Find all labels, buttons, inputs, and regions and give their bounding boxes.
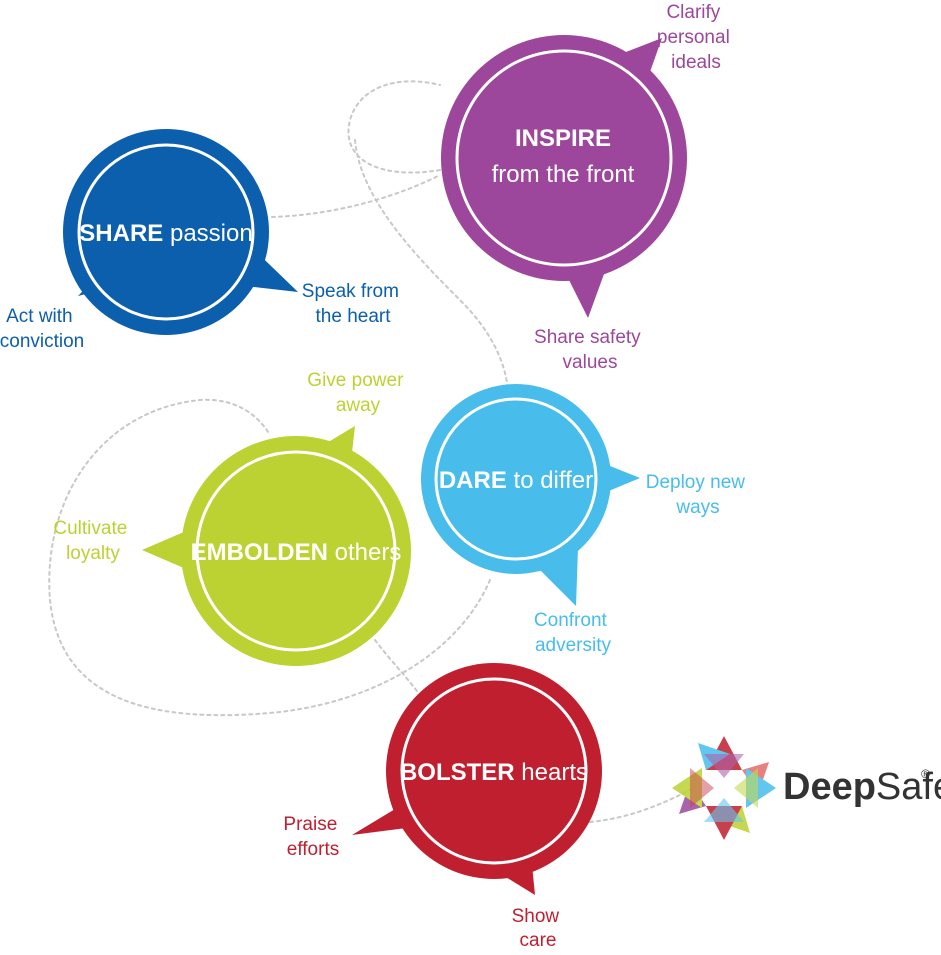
inspire-circle	[441, 35, 687, 281]
label-speak-from-the-heart: Speak from the heart	[302, 281, 404, 327]
node-dare: DARE to differ	[421, 384, 640, 606]
bolster-ring	[400, 677, 588, 865]
dare-title: DARE to differ	[439, 467, 593, 494]
embolden-ring	[195, 450, 397, 652]
connectors	[48, 80, 691, 823]
connector-embolden-bolster	[374, 639, 421, 696]
dare-ring	[434, 397, 598, 561]
connector-share-inspire	[271, 174, 441, 218]
connector-inspire-dare	[347, 80, 509, 391]
label-share-safety-values: Share safety values	[534, 327, 646, 373]
label-act-with-conviction: Act with conviction	[0, 306, 84, 352]
inspire-title-line2: from the front	[492, 161, 635, 188]
embolden-circle	[181, 436, 411, 666]
share-circle	[63, 129, 269, 335]
deepsafe-wordmark: DeepSafe	[783, 766, 941, 808]
node-share-passion: SHARE passion	[63, 129, 298, 335]
dare-circle	[421, 384, 611, 574]
label-deploy-new-ways: Deploy new ways	[646, 472, 751, 518]
inspire-title-bold: INSPIRE	[515, 125, 611, 152]
outer-labels: Act with conviction Speak from the heart…	[0, 2, 751, 951]
label-confront-adversity: Confront adversity	[534, 610, 612, 656]
label-praise-efforts: Praise efforts	[283, 814, 342, 860]
label-give-power-away: Give power away	[307, 370, 408, 416]
node-inspire: INSPIRE from the front	[441, 35, 687, 318]
deepsafe-star-icon	[672, 736, 776, 840]
embolden-title: EMBOLDEN others	[191, 539, 402, 566]
inspire-ring	[455, 49, 673, 267]
node-embolden: EMBOLDEN others	[142, 426, 411, 666]
share-title: SHARE passion	[79, 220, 252, 247]
bolster-title: BOLSTER hearts	[400, 759, 588, 786]
label-cultivate-loyalty: Cultivate loyalty	[53, 518, 132, 564]
connector-bolster-logo	[589, 789, 691, 823]
connector-dare-embolden-loop	[48, 398, 491, 717]
node-bolster: BOLSTER hearts	[352, 663, 602, 895]
share-ring	[77, 143, 255, 321]
bolster-circle	[386, 663, 602, 879]
label-clarify-personal-ideals: Clarify personal ideals	[657, 2, 735, 73]
label-show-care: Show care	[512, 906, 565, 950]
deepsafe-registered-mark: ®	[921, 767, 930, 781]
deepsafe-logo: DeepSafe ®	[672, 736, 941, 840]
